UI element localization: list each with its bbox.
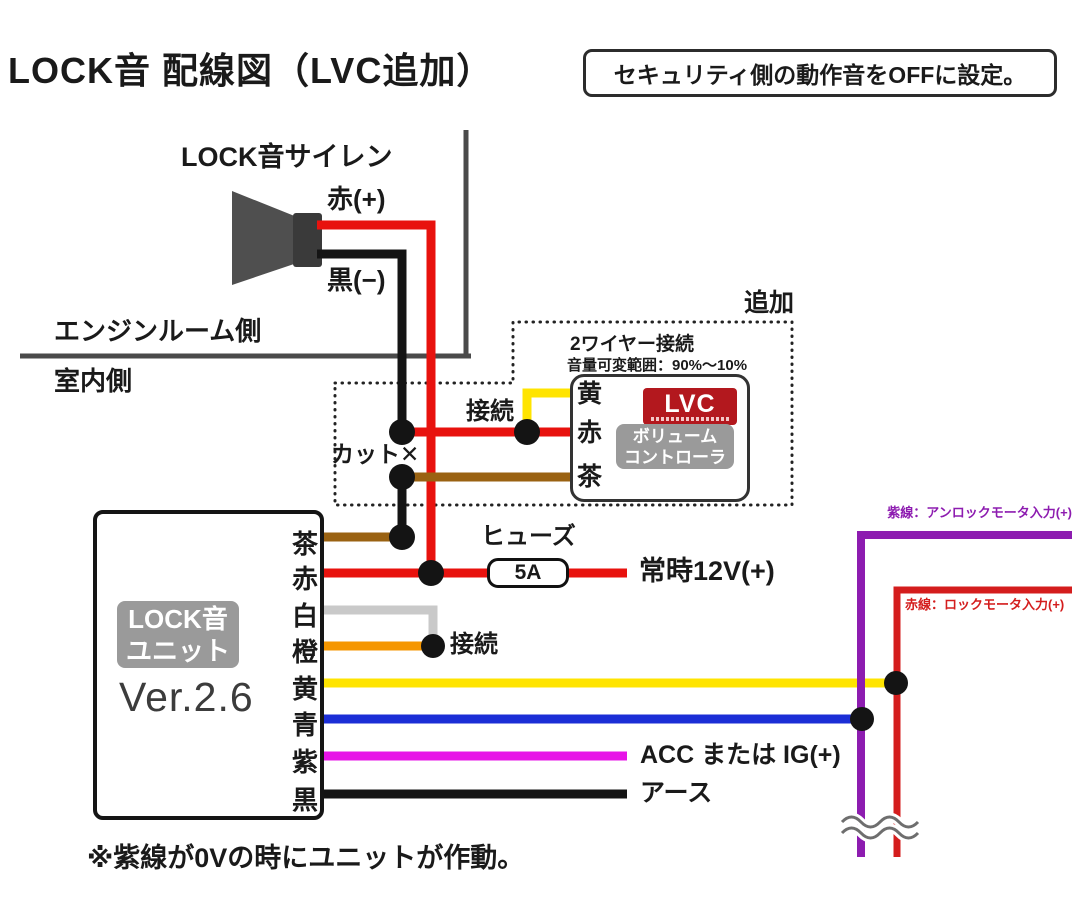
- volume-range-label: 音量可変範囲：90%～10%: [567, 357, 748, 374]
- junction-dot-black-red: [389, 419, 415, 445]
- unit-pin-yellow-label: 黄: [291, 674, 318, 704]
- added-section-dashed-outline: [333, 320, 794, 507]
- siren-negative-label: 黒(−): [327, 265, 386, 295]
- junction-dot-unit-brown: [389, 524, 415, 550]
- cabin-side-label: 室内側: [54, 366, 133, 396]
- unit-version-label: Ver.2.6: [119, 674, 254, 720]
- junction-dot-unit-red: [418, 560, 444, 586]
- unit-pin-white-label: 白: [291, 601, 318, 631]
- footnote: ※紫線が0Vの時にユニットが作動。: [87, 843, 525, 873]
- volume-controller-line1: ボリューム: [632, 426, 718, 446]
- unlock-motor-input-label: 紫線：アンロックモータ入力(+): [887, 505, 1072, 520]
- cut-label: カット✕: [331, 441, 420, 467]
- unit-pin-brown-label: 茶: [291, 529, 318, 559]
- siren-black-wire: [317, 249, 407, 432]
- fuse-rating: 5A: [514, 561, 542, 584]
- junction-dot-white-orange: [421, 634, 445, 658]
- unit-pin-orange-label: 橙: [291, 637, 318, 667]
- lvc-logo-subtext-band: [651, 417, 729, 421]
- unlock-motor-purple-wire: [857, 531, 1072, 857]
- unit-white-wire: [324, 605, 438, 646]
- lock-motor-red-wire: [893, 586, 1072, 857]
- fuse-box: 5A: [487, 558, 569, 588]
- security-note-box: セキュリティ側の動作音をOFFに設定。: [583, 49, 1057, 97]
- siren-positive-label: 赤(+): [327, 184, 386, 214]
- siren-label: LOCK音サイレン: [181, 142, 393, 172]
- lvc-logo-text: LVC: [664, 390, 716, 418]
- lvc-logo: LVC: [643, 388, 737, 425]
- unit-badge-line2: ユニット: [125, 635, 230, 666]
- unit-pin-red-label: 赤: [291, 564, 318, 594]
- unit-pin-black-label: 黒: [291, 785, 318, 815]
- lvc-pin-brown-label: 茶: [577, 463, 603, 491]
- break-mark-wave-1: [840, 815, 920, 829]
- lvc-pin-yellow-label: 黄: [577, 380, 603, 408]
- connect-label-top: 接続: [466, 398, 514, 425]
- two-wire-connection-label: 2ワイヤー接続: [570, 334, 694, 355]
- junction-dot-yellow-red: [514, 419, 540, 445]
- junction-dot-blue-unlockmotor: [850, 707, 874, 731]
- fuse-label: ヒューズ: [481, 523, 576, 550]
- constant-12v-label: 常時12V(+): [639, 556, 775, 586]
- volume-controller-badge: ボリューム コントローラ: [616, 424, 734, 469]
- lock-motor-input-label: 赤線：ロックモータ入力(+): [905, 597, 1065, 612]
- page-title: LOCK音 配線図（LVC追加）: [8, 50, 494, 91]
- volume-controller-line2: コントローラ: [624, 447, 726, 467]
- break-mark-wave-2: [840, 826, 920, 840]
- siren-red-wire: [317, 220, 436, 573]
- siren-driver-icon: [293, 213, 322, 267]
- unit-pin-blue-label: 青: [291, 710, 318, 740]
- junction-dot-yellow-lockmotor: [884, 671, 908, 695]
- junction-dot-brown-black: [389, 464, 415, 490]
- lock-sound-unit-badge: LOCK音 ユニット: [117, 601, 239, 668]
- engine-room-side-label: エンジンルーム側: [54, 316, 262, 346]
- unit-pin-purple-label: 紫: [291, 747, 318, 777]
- lvc-pin-red-label: 赤: [577, 419, 603, 447]
- connect-label-mid: 接続: [450, 631, 498, 658]
- ground-label: アース: [640, 779, 713, 807]
- unit-badge-line1: LOCK音: [128, 603, 228, 634]
- siren-horn-icon: [232, 191, 297, 285]
- security-note-text: セキュリティ側の動作音をOFFに設定。: [613, 62, 1027, 88]
- acc-ig-label: ACC または IG(+): [640, 741, 841, 769]
- added-tag-label: 追加: [744, 289, 795, 317]
